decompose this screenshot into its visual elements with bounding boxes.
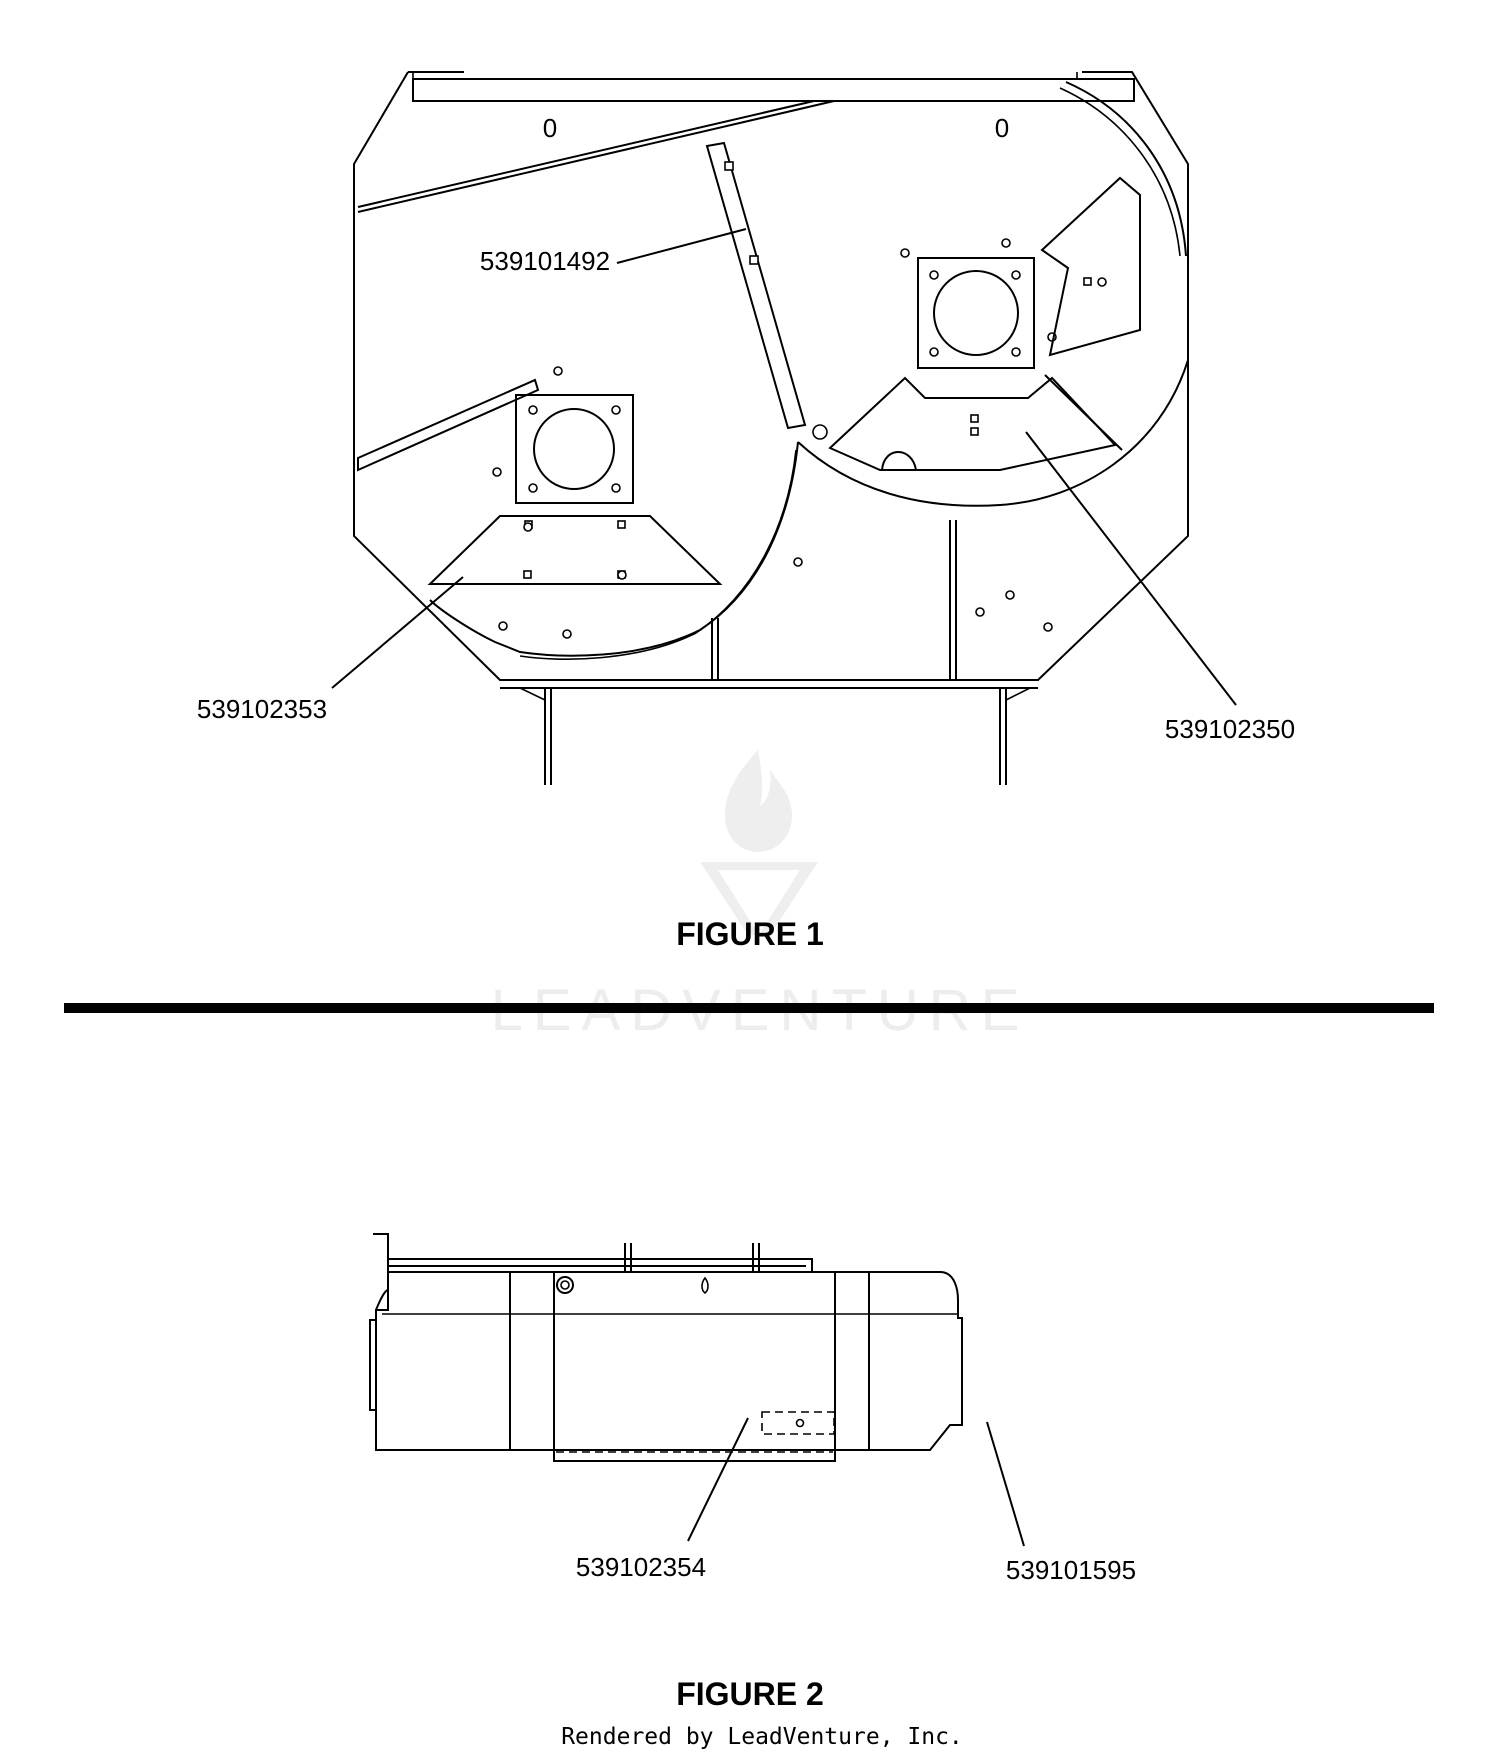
figure-2-title: FIGURE 2 [676,1676,824,1712]
figure-1-title: FIGURE 1 [676,916,824,952]
center-baffle [705,141,807,430]
part-label-539101492: 539101492 [480,246,610,276]
right-spindle-plate [917,257,1035,369]
part-label-539102350: 539102350 [1165,714,1295,744]
watermark: LEADVENTURE [491,750,1019,1043]
side-body [375,1271,963,1451]
right-chute-guard [828,376,1117,471]
deck-outline [353,71,1189,681]
figure-1-drawing [353,71,1189,785]
leader-539102350 [1025,431,1237,706]
flame-v-logo-icon [700,750,818,935]
leader-539101492 [616,228,747,264]
figure-separator [64,1003,1434,1013]
top-rail [412,78,1135,102]
left-spindle-plate [515,394,634,504]
leader-539102353 [331,576,464,689]
leader-539101595 [986,1421,1025,1547]
footer-credit: Rendered by LeadVenture, Inc. [561,1724,963,1750]
part-label-539101595: 539101595 [1006,1555,1136,1585]
marking-right: 0 [995,113,1009,143]
front-plate [553,1271,836,1462]
left-trapezoid-guard [427,515,723,585]
part-label-539102354: 539102354 [576,1552,706,1582]
part-label-539102353: 539102353 [197,694,327,724]
leader-539102354 [687,1417,749,1542]
marking-left: 0 [543,113,557,143]
slot-outline [761,1411,835,1435]
figure-2-drawing [369,1233,963,1462]
